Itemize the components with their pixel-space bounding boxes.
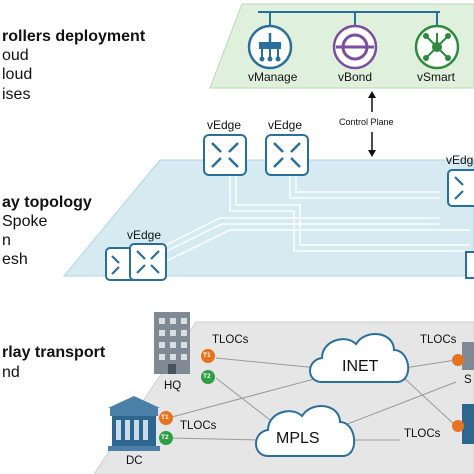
- vsmart-label: vSmart: [417, 70, 456, 84]
- transport-section-title: rlay transport: [2, 344, 106, 361]
- tloc-t1-badge: [201, 349, 215, 363]
- controllers-section-title: rollers deployment: [2, 28, 146, 45]
- vmanage-label: vManage: [248, 70, 298, 84]
- vedge-label: vEdge: [268, 118, 303, 132]
- tlocs-label: TLOCs: [212, 334, 249, 346]
- control-plane-arrow: [368, 91, 376, 157]
- tloc-t1-text: T1: [203, 352, 211, 359]
- control-plane-label: Control Plane: [339, 117, 394, 127]
- tlocs-label: TLOCs: [180, 420, 217, 432]
- controllers-item: ises: [2, 86, 31, 103]
- vedge-router-icon: [203, 134, 247, 176]
- tloc-t2-badge: [452, 420, 464, 432]
- mpls-label: MPLS: [276, 430, 320, 447]
- vedge-label: vEdge: [207, 118, 242, 132]
- tloc-t1-badge: [452, 354, 464, 366]
- inet-label: INET: [342, 358, 379, 375]
- tloc-t2-text: T2: [161, 434, 169, 441]
- transport-item: nd: [2, 364, 20, 381]
- controllers-item: loud: [2, 66, 33, 83]
- vedge-label: vEdge: [446, 153, 474, 167]
- vedge-router-icon: [265, 134, 309, 176]
- hq-building-icon: [154, 312, 190, 374]
- dc-building-icon: [108, 396, 160, 451]
- mpls-cloud: [255, 404, 356, 457]
- tlocs-label: TLOCs: [420, 334, 457, 346]
- tlocs-label: TLOCs: [404, 428, 441, 440]
- overlay-section-title: ay topology: [2, 194, 92, 211]
- tloc-t2-badge: [201, 370, 215, 384]
- vedge-router-icon: [105, 243, 167, 281]
- site-label-partial: S: [464, 374, 472, 386]
- overlay-item: esh: [2, 251, 28, 268]
- overlay-item: n: [2, 232, 11, 249]
- tloc-t1-badge: [159, 411, 173, 425]
- hq-label: HQ: [164, 380, 182, 392]
- vsmart-icon: [414, 24, 460, 70]
- tloc-t2-text: T2: [203, 373, 211, 380]
- controllers-item: oud: [2, 47, 29, 64]
- vbond-icon: [332, 24, 378, 70]
- tloc-t2-badge: [159, 431, 173, 445]
- tloc-t1-text: T1: [161, 414, 169, 421]
- vmanage-icon: [247, 24, 293, 70]
- vedge-label: vEdge: [127, 228, 162, 242]
- inet-cloud: [309, 332, 409, 383]
- dc-label: DC: [126, 455, 143, 467]
- overlay-item: Spoke: [2, 213, 48, 230]
- vbond-label: vBond: [338, 70, 373, 84]
- vedge-router-icon: [447, 169, 474, 207]
